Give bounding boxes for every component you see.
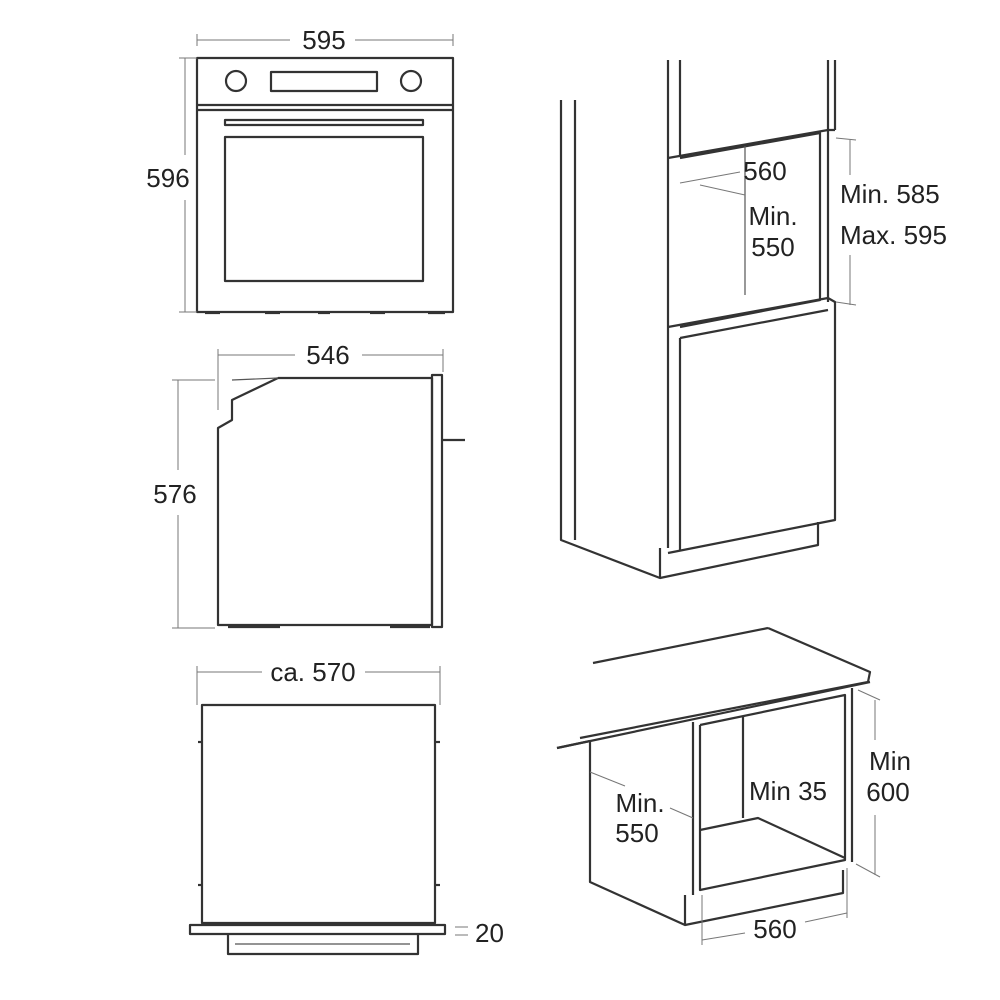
display-panel [269, 70, 379, 93]
tall-cabinet-installation: 560 Min. 550 Min. 585 Max. 595 [559, 60, 947, 580]
top-width-label: ca. 570 [270, 657, 355, 687]
cabinet-depth-label-1: Min. [748, 201, 797, 231]
door-thickness-label: 20 [475, 918, 504, 948]
front-width-label: 595 [302, 25, 345, 55]
door-handle [223, 118, 425, 127]
side-height-label: 576 [153, 479, 196, 509]
dimension-niche-height [835, 137, 857, 306]
counter-gap-label: Min 35 [749, 776, 827, 806]
cabinet-width-label: 560 [743, 156, 786, 186]
knob-left-icon [224, 69, 248, 93]
dimension-width [196, 34, 454, 46]
front-height-label: 596 [146, 163, 189, 193]
oven-top-view: ca. 570 20 [188, 657, 504, 956]
counter-width-label: 560 [753, 914, 796, 944]
cabinet-depth-label-2: 550 [751, 232, 794, 262]
oven-front-view: 595 596 [146, 25, 455, 315]
knob-right-icon [399, 69, 423, 93]
dimension-side-height [172, 379, 215, 629]
under-counter-installation: Min. 550 Min 35 Min 600 560 [556, 626, 911, 945]
counter-depth-label-2: 550 [615, 818, 658, 848]
counter-height-label-1: Min [869, 746, 911, 776]
door-window [223, 135, 425, 283]
dimension-height [179, 57, 197, 313]
dimension-depth [217, 349, 444, 410]
dimension-counter-height [855, 689, 881, 878]
counter-height-label-2: 600 [866, 777, 909, 807]
counter-depth-label-1: Min. [615, 788, 664, 818]
side-depth-label: 546 [306, 340, 349, 370]
oven-side-view: 546 576 [153, 340, 465, 629]
dimension-top-width [196, 666, 441, 705]
cabinet-height-max-label: Max. 595 [840, 220, 947, 250]
door-top-edge [188, 923, 447, 936]
cabinet-height-min-label: Min. 585 [840, 179, 940, 209]
dimension-counter-width [701, 868, 848, 945]
